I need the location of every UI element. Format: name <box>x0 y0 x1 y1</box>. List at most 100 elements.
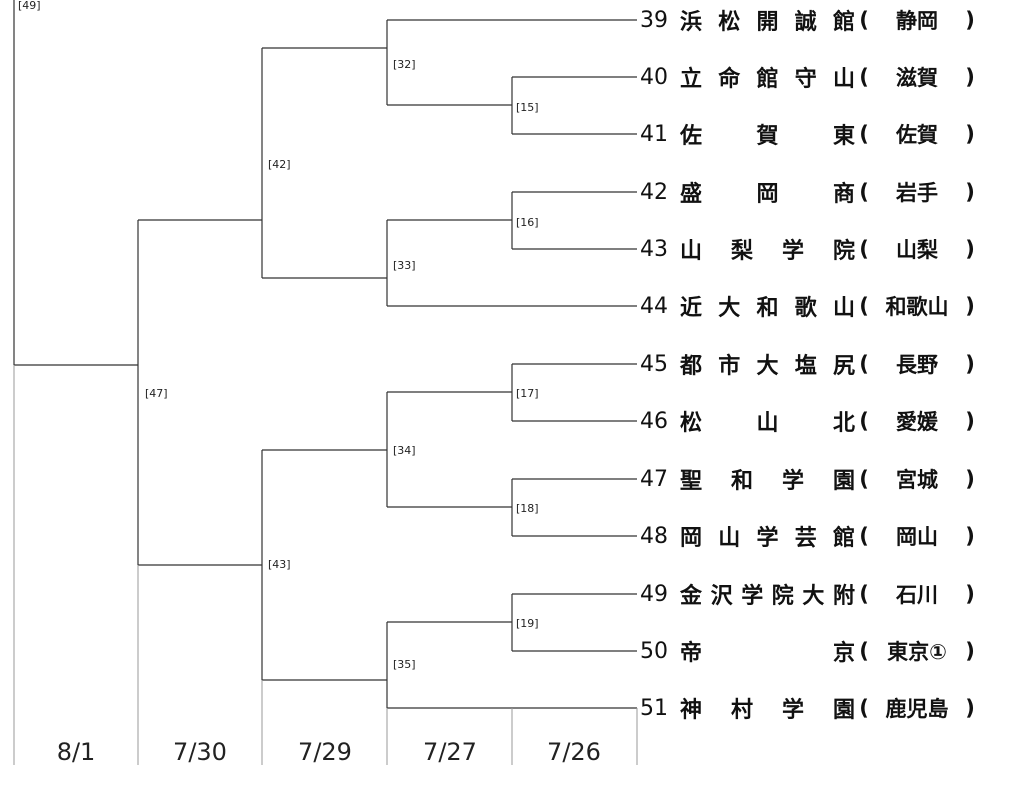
open-paren: ( <box>859 582 869 606</box>
team-prefecture: (滋賀) <box>855 62 980 92</box>
match-label-17: [17] <box>516 387 539 400</box>
team-entry: 41 佐賀東( 佐賀) <box>640 117 980 151</box>
match-label-49: [49] <box>18 0 41 12</box>
team-prefecture: (宮城) <box>855 464 980 494</box>
close-paren: ) <box>965 352 975 376</box>
prefecture-name: 山梨 <box>896 238 938 262</box>
team-name: 岡山学芸館 <box>680 526 855 551</box>
team-seed-number: 44 <box>640 293 668 319</box>
close-paren: ) <box>965 524 975 548</box>
team-name: 神村学園 <box>680 698 855 723</box>
team-prefecture: ( 佐賀) <box>855 119 980 149</box>
open-paren: ( <box>859 237 869 261</box>
prefecture-name: 佐賀 <box>896 123 938 147</box>
prefecture-name: 静岡 <box>896 9 938 33</box>
match-label-34: [34] <box>393 444 416 457</box>
open-paren: ( <box>859 122 869 146</box>
prefecture-name: 長野 <box>896 353 938 377</box>
team-prefecture: ( 岡山) <box>855 521 980 551</box>
team-entry: 44 近大和歌山( 和歌山) <box>640 289 980 323</box>
prefecture-name: 東京① <box>887 640 947 664</box>
date-label: 7/29 <box>298 738 352 766</box>
team-name: 山梨学院 <box>680 239 855 264</box>
round2-connectors <box>386 20 512 708</box>
team-entry: 45 都市大塩尻(長野) <box>640 347 980 381</box>
prefecture-name: 愛媛 <box>896 410 938 434</box>
team-seed-number: 46 <box>640 408 668 434</box>
prefecture-name: 岩手 <box>896 181 938 205</box>
team-name: 浜松開誠館 <box>680 10 855 35</box>
match-label-32: [32] <box>393 58 416 71</box>
team-prefecture: ( 東京①) <box>855 636 980 666</box>
team-name: 帝京 <box>680 641 855 666</box>
match-label-18: [18] <box>516 502 539 515</box>
team-name: 盛岡商 <box>680 182 855 207</box>
close-paren: ) <box>965 582 975 606</box>
team-prefecture: ( 石川) <box>855 579 980 609</box>
prefecture-name: 和歌山 <box>885 295 949 319</box>
team-name: 佐賀東 <box>680 124 855 149</box>
close-paren: ) <box>965 409 975 433</box>
prefecture-name: 岡山 <box>896 525 938 549</box>
close-paren: ) <box>965 639 975 663</box>
match-label-42: [42] <box>268 158 291 171</box>
team-entry: 49 金沢学院大附( 石川) <box>640 577 980 611</box>
team-entry: 46 松山北(愛媛) <box>640 404 980 438</box>
team-seed-number: 43 <box>640 236 668 262</box>
open-paren: ( <box>859 696 869 720</box>
team-seed-number: 39 <box>640 7 668 33</box>
open-paren: ( <box>859 294 869 318</box>
date-row: 8/1 7/30 7/29 7/27 7/26 <box>57 738 601 766</box>
prefecture-name: 石川 <box>896 583 938 607</box>
date-label: 7/27 <box>423 738 477 766</box>
team-prefecture: (鹿児島) <box>855 693 980 723</box>
match-label-47: [47] <box>145 387 168 400</box>
open-paren: ( <box>859 524 869 548</box>
open-paren: ( <box>859 467 869 491</box>
close-paren: ) <box>965 294 975 318</box>
round4-connectors <box>137 219 262 566</box>
team-entry: 50 帝京( 東京①) <box>640 634 980 668</box>
team-seed-number: 51 <box>640 695 668 721</box>
round5-connectors <box>13 0 138 366</box>
team-prefecture: (長野) <box>855 349 980 379</box>
team-seed-number: 49 <box>640 581 668 607</box>
date-label: 7/26 <box>547 738 601 766</box>
close-paren: ) <box>965 467 975 491</box>
open-paren: ( <box>859 639 869 663</box>
team-seed-number: 48 <box>640 523 668 549</box>
team-prefecture: (岩手) <box>855 177 980 207</box>
column-separators <box>13 365 638 765</box>
team-seed-number: 47 <box>640 466 668 492</box>
team-prefecture: (山梨) <box>855 234 980 264</box>
match-label-33: [33] <box>393 259 416 272</box>
date-label: 8/1 <box>57 738 96 766</box>
close-paren: ) <box>965 65 975 89</box>
team-name: 近大和歌山 <box>680 296 855 321</box>
team-name: 松山北 <box>680 411 855 436</box>
close-paren: ) <box>965 8 975 32</box>
match-labels: [49] [47] [42] [43] [32] [33] [34] [35] … <box>18 0 539 671</box>
team-prefecture: (愛媛) <box>855 406 980 436</box>
match-label-43: [43] <box>268 558 291 571</box>
match-label-19: [19] <box>516 617 539 630</box>
team-name: 都市大塩尻 <box>680 354 855 379</box>
team-seed-number: 40 <box>640 64 668 90</box>
round3-connectors <box>261 47 387 681</box>
team-prefecture: ( 和歌山) <box>855 291 980 321</box>
team-seed-number: 41 <box>640 121 668 147</box>
close-paren: ) <box>965 180 975 204</box>
team-seed-number: 45 <box>640 351 668 377</box>
team-seed-number: 50 <box>640 638 668 664</box>
match-label-15: [15] <box>516 101 539 114</box>
prefecture-name: 鹿児島 <box>885 697 949 721</box>
team-name: 金沢学院大附 <box>680 584 855 609</box>
date-label: 7/30 <box>173 738 227 766</box>
close-paren: ) <box>965 122 975 146</box>
